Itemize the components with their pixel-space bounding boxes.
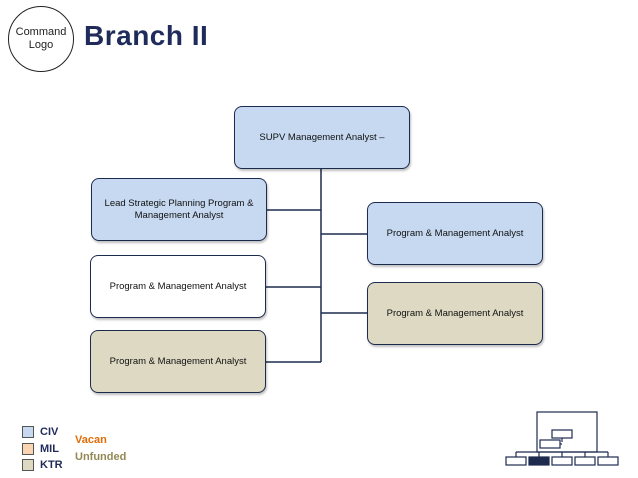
legend-mil: MIL	[22, 443, 59, 455]
org-box-left-2: Program & Management Analyst	[90, 255, 266, 318]
legend-swatch-ktr	[22, 459, 34, 471]
org-box-right-2: Program & Management Analyst	[367, 282, 543, 345]
org-box-label: Lead Strategic Planning Program & Manage…	[104, 197, 254, 221]
org-box-label: Program & Management Analyst	[109, 280, 247, 292]
legend-civ: CIV	[22, 426, 58, 438]
command-logo: Command Logo	[8, 6, 74, 72]
legend-label: KTR	[40, 459, 63, 471]
org-box-label: Program & Management Analyst	[386, 227, 524, 239]
legend-label: MIL	[40, 443, 59, 455]
legend-swatch-mil	[22, 443, 34, 455]
legend-vacant: Vacan	[75, 434, 107, 446]
org-box-left-1: Lead Strategic Planning Program & Manage…	[91, 178, 267, 241]
org-box-label: Program & Management Analyst	[386, 307, 524, 319]
org-box-left-3: Program & Management Analyst	[90, 330, 266, 393]
legend-ktr: KTR	[22, 459, 63, 471]
org-box-right-1: Program & Management Analyst	[367, 202, 543, 265]
legend-unfunded: Unfunded	[75, 451, 127, 463]
legend-swatch-civ	[22, 426, 34, 438]
org-box-label: SUPV Management Analyst –	[259, 131, 385, 143]
org-box-root: SUPV Management Analyst –	[234, 106, 410, 169]
page-title: Branch II	[84, 20, 209, 51]
org-box-label: Program & Management Analyst	[109, 355, 247, 367]
legend-label: CIV	[40, 426, 59, 438]
org-chart-icon	[505, 411, 619, 466]
